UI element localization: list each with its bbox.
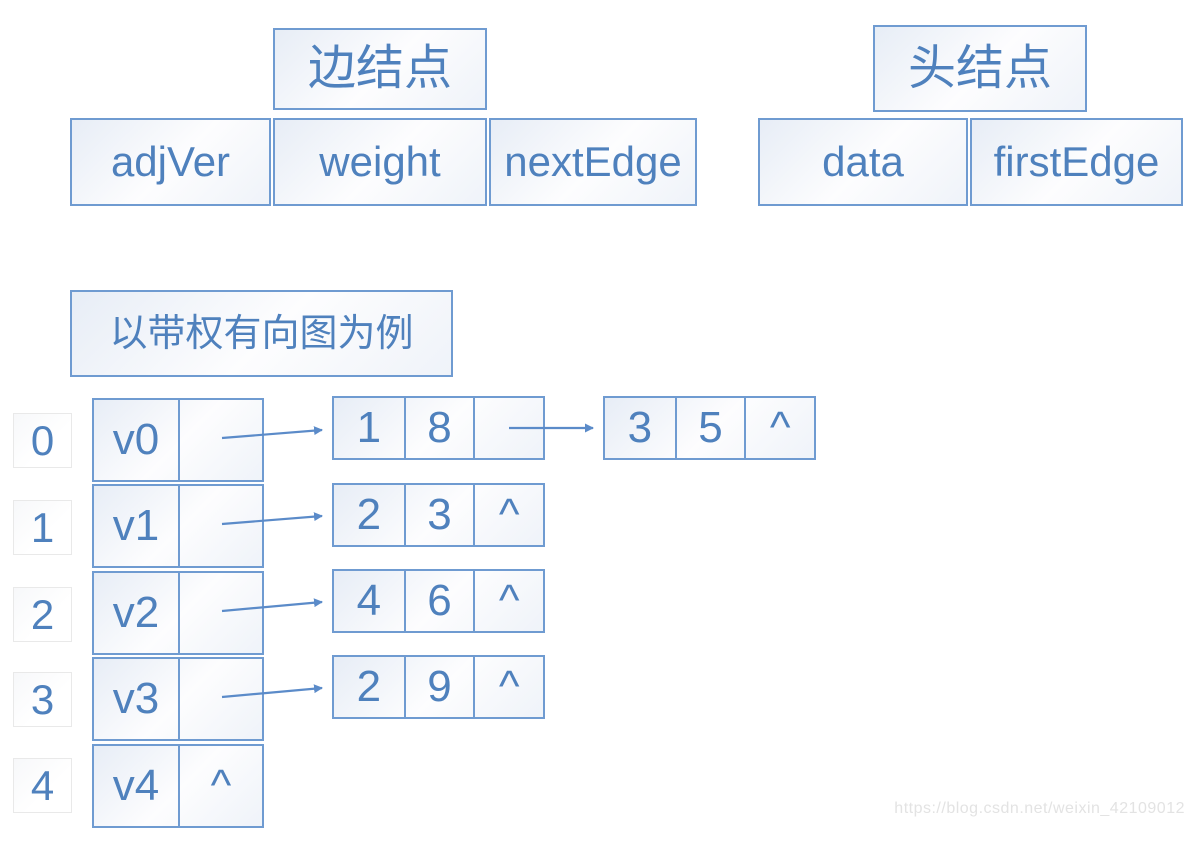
nextedge-cell: ^ (744, 398, 814, 458)
adjver-cell: 2 (356, 662, 382, 711)
firstedge-pointer-cell (178, 573, 262, 653)
vertex-index-0: 0 (13, 413, 72, 468)
example-caption: 以带权有向图为例 (70, 290, 453, 377)
edge-node-v2-first: 4 6 ^ (332, 569, 545, 633)
nextedge-cell: ^ (473, 657, 543, 717)
vertex-row-v4: v4 ^ (92, 744, 264, 828)
weight-cell: 8 (403, 398, 474, 458)
vertex-index-4: 4 (13, 758, 72, 813)
vertex-label: v1 (112, 501, 160, 550)
weight-cell: 5 (674, 398, 745, 458)
firstedge-pointer-cell (178, 659, 262, 739)
vertex-label: v0 (112, 415, 160, 464)
head-node-title: 头结点 (873, 25, 1087, 112)
edge-node-field-adjver: adjVer (70, 118, 271, 206)
firstedge-pointer-cell (178, 400, 262, 480)
weight-cell: 9 (403, 657, 474, 717)
vertex-index-3: 3 (13, 672, 72, 727)
vertex-label: v3 (112, 674, 160, 723)
edge-node-title: 边结点 (273, 28, 487, 110)
vertex-index-1: 1 (13, 500, 72, 555)
vertex-row-v0: v0 (92, 398, 264, 482)
edge-node-v1-first: 2 3 ^ (332, 483, 545, 547)
adjver-cell: 3 (627, 403, 653, 452)
vertex-row-v3: v3 (92, 657, 264, 741)
nextedge-cell (473, 398, 543, 458)
vertex-label: v2 (112, 588, 160, 637)
weight-cell: 6 (403, 571, 474, 631)
edge-node-v0-second: 3 5 ^ (603, 396, 816, 460)
adjver-cell: 2 (356, 490, 382, 539)
adjver-cell: 1 (356, 403, 382, 452)
csdn-watermark: https://blog.csdn.net/weixin_42109012 (894, 800, 1185, 817)
firstedge-pointer-cell (178, 486, 262, 566)
edge-node-field-weight: weight (273, 118, 487, 206)
firstedge-pointer-cell: ^ (178, 746, 262, 826)
vertex-row-v2: v2 (92, 571, 264, 655)
adjver-cell: 4 (356, 576, 382, 625)
head-node-field-firstedge: firstEdge (970, 118, 1183, 206)
weight-cell: 3 (403, 485, 474, 545)
nextedge-cell: ^ (473, 485, 543, 545)
vertex-row-v1: v1 (92, 484, 264, 568)
head-node-field-data: data (758, 118, 968, 206)
vertex-label: v4 (112, 761, 160, 810)
edge-node-field-nextedge: nextEdge (489, 118, 697, 206)
edge-node-v0-first: 1 8 (332, 396, 545, 460)
nextedge-cell: ^ (473, 571, 543, 631)
edge-node-v3-first: 2 9 ^ (332, 655, 545, 719)
vertex-index-2: 2 (13, 587, 72, 642)
